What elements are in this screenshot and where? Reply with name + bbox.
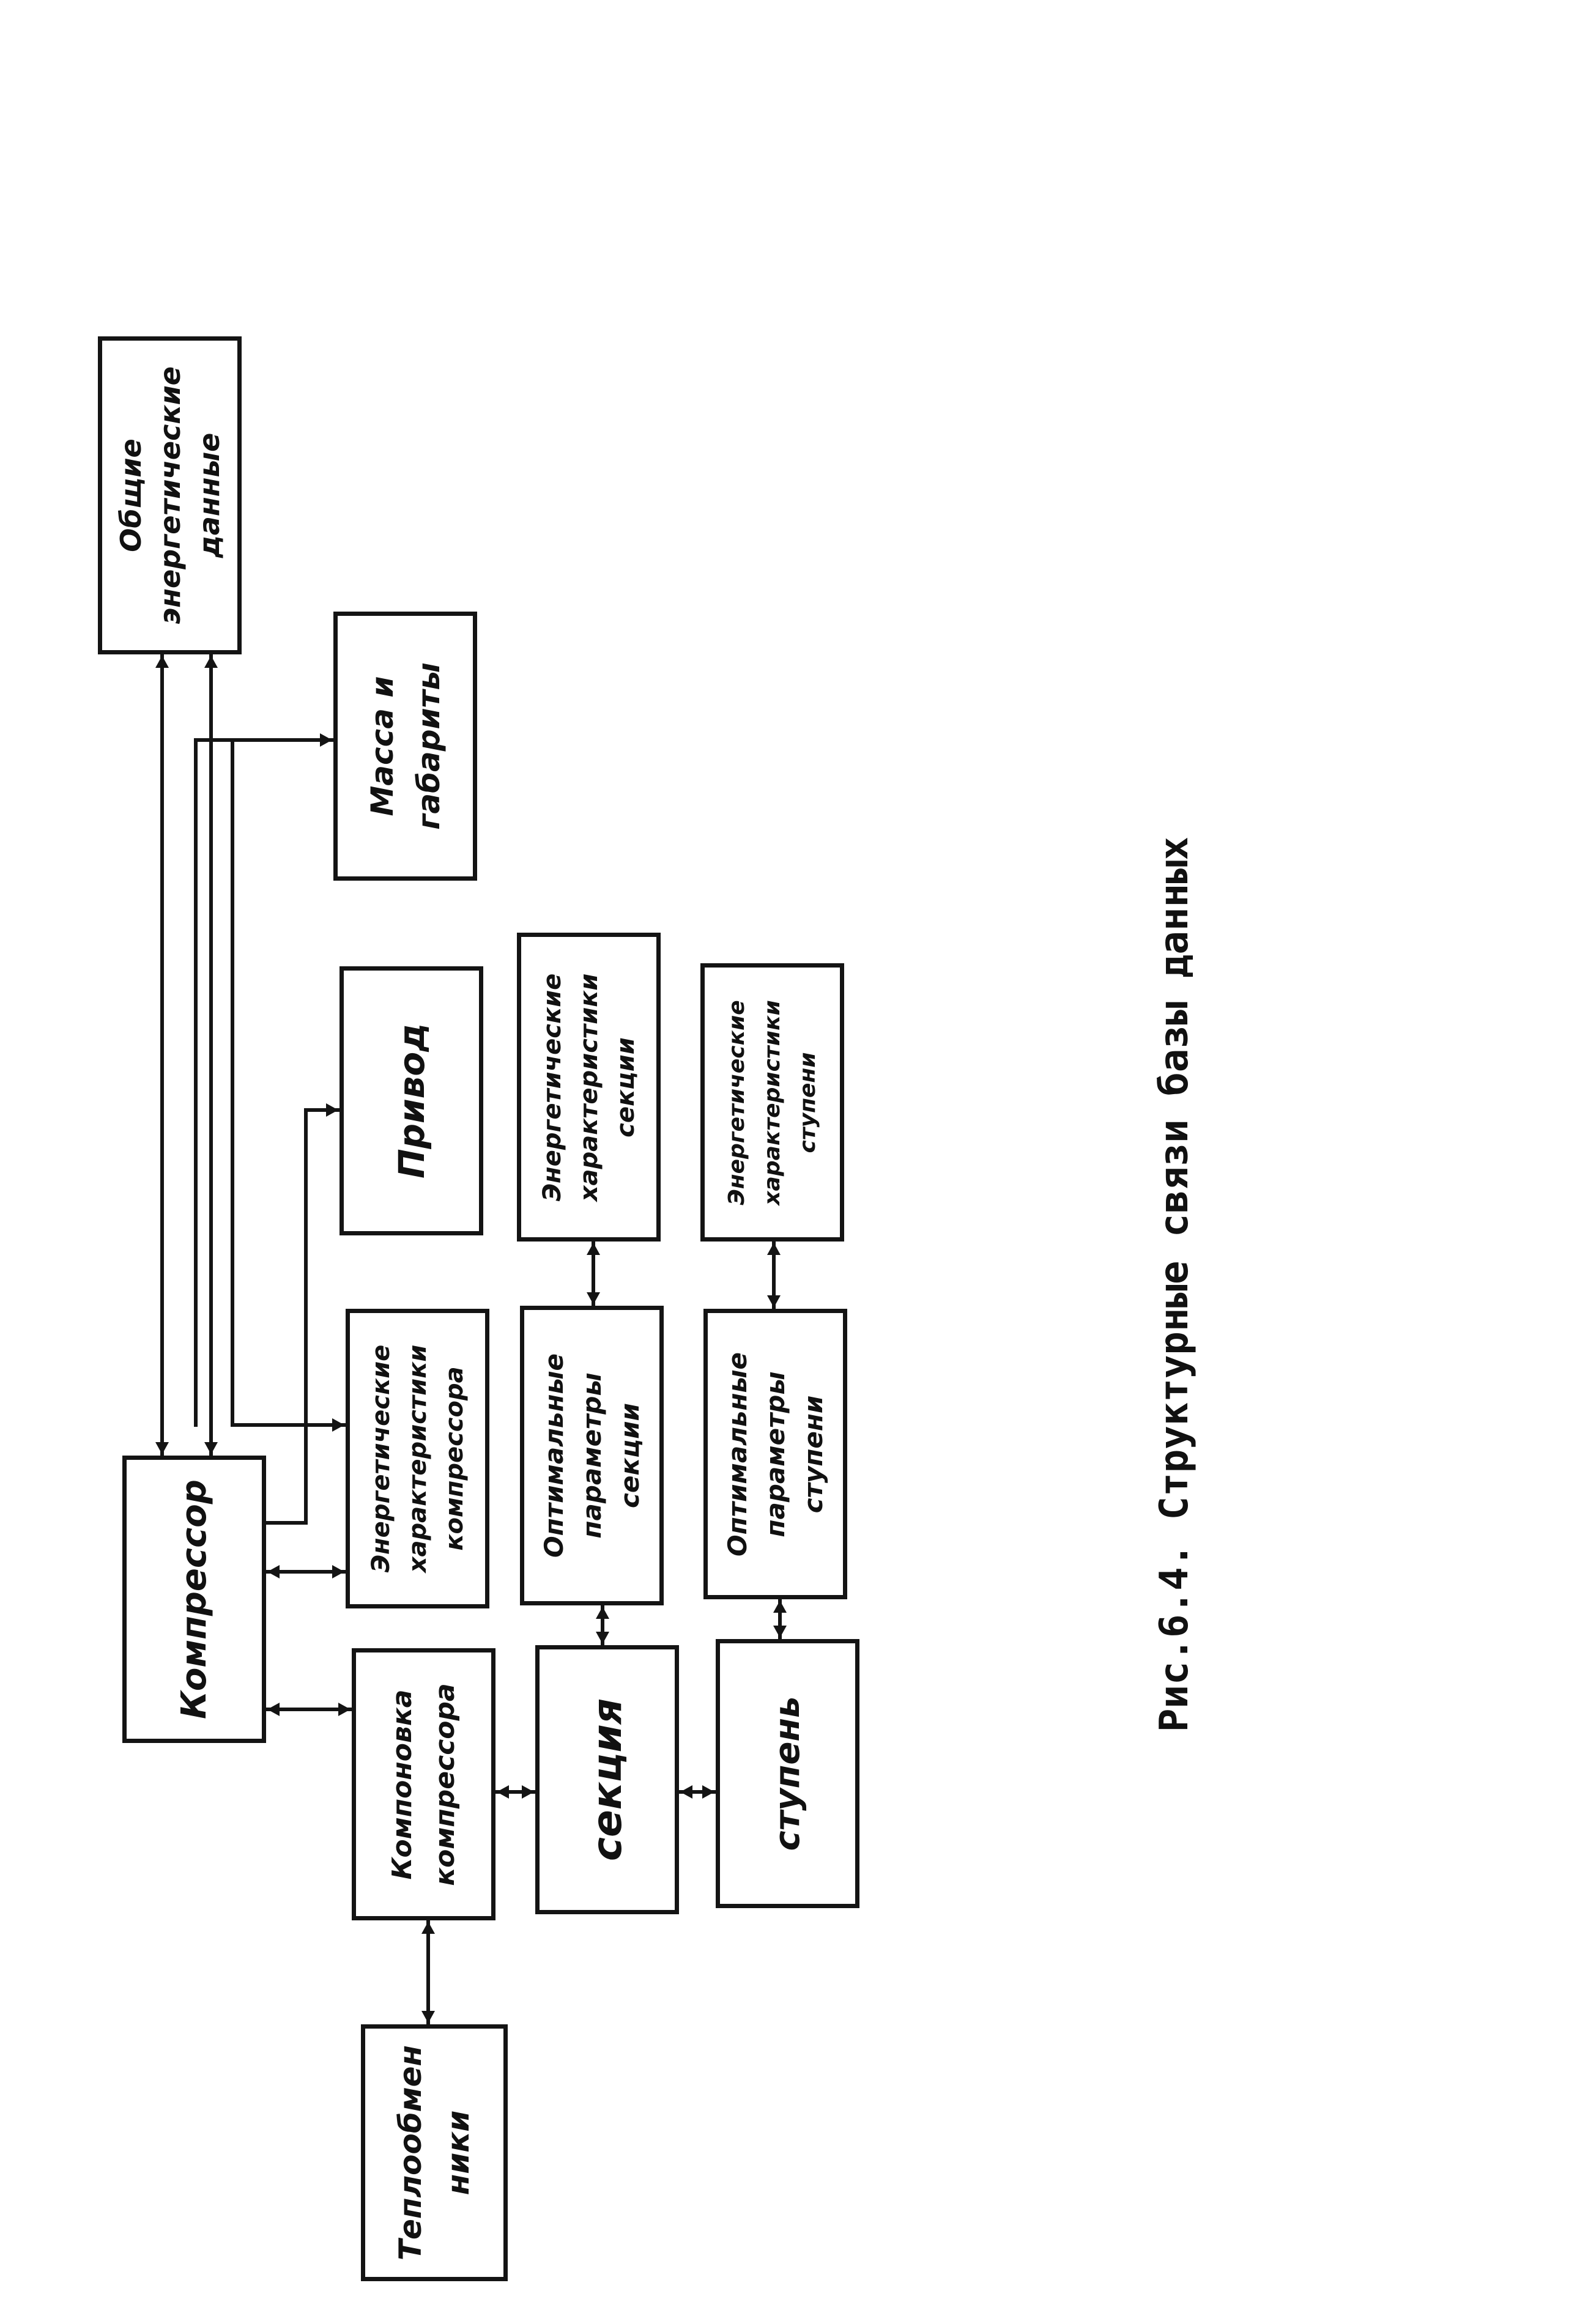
box-stage-optimal-parameters: Оптимальные параметры ступени xyxy=(703,1309,847,1599)
arrowhead xyxy=(767,1243,781,1255)
arrowhead xyxy=(497,1785,509,1799)
label-stage-energy-characteristics: Энергетические характеристики ступени xyxy=(724,999,820,1205)
box-compressor-layout: Компоновка компрессора xyxy=(352,1648,495,1920)
arrowhead xyxy=(338,1703,351,1716)
arrowhead xyxy=(421,2011,435,2023)
arrowhead xyxy=(773,1626,787,1638)
box-compressor-energy-characteristics: Энергетические характеристики компрессор… xyxy=(346,1309,489,1608)
arrowhead xyxy=(155,1442,169,1454)
label-stage: ступень xyxy=(767,1696,807,1851)
label-section: секция xyxy=(583,1698,631,1862)
arrowhead xyxy=(587,1292,600,1304)
label-stage-optimal-parameters: Оптимальные параметры ступени xyxy=(722,1352,828,1556)
arrowhead xyxy=(702,1785,714,1799)
arrowhead xyxy=(320,733,332,747)
box-section-energy-characteristics: Энергетические характеристики секции xyxy=(517,933,661,1242)
box-general-energy-data: Общие энергетические данные xyxy=(98,336,242,654)
arrowhead xyxy=(596,1607,609,1619)
box-stage: ступень xyxy=(716,1639,859,1908)
label-section-energy-characteristics: Энергетические характеристики секции xyxy=(538,973,640,1201)
box-heat-exchangers: Теплообмен ники xyxy=(361,2024,508,2281)
box-section-optimal-parameters: Оптимальные параметры секции xyxy=(520,1306,664,1605)
arrowhead xyxy=(522,1785,534,1799)
box-stage-energy-characteristics: Энергетические характеристики ступени xyxy=(700,963,844,1242)
arrowhead xyxy=(773,1601,787,1613)
label-heat-exchangers: Теплообмен ники xyxy=(393,2045,476,2261)
arrowhead xyxy=(267,1703,280,1716)
figure-caption: Рис.6.4. Структурные связи базы данных xyxy=(1152,836,1197,1733)
label-compressor: Компрессор xyxy=(174,1479,214,1719)
arrowhead xyxy=(596,1632,609,1644)
arrowhead xyxy=(204,1442,218,1454)
arrowhead xyxy=(680,1785,692,1799)
arrowhead xyxy=(587,1243,600,1255)
label-compressor-energy-characteristics: Энергетические характеристики компрессор… xyxy=(366,1344,469,1573)
arrowhead xyxy=(267,1565,280,1578)
label-drive: Привод xyxy=(390,1023,432,1179)
arrowhead xyxy=(155,656,169,668)
label-compressor-layout: Компоновка компрессора xyxy=(386,1682,461,1886)
arrowhead xyxy=(326,1103,338,1117)
label-mass-and-dimensions: Масса и габариты xyxy=(364,662,447,830)
box-section: секция xyxy=(535,1645,679,1914)
box-compressor: Компрессор xyxy=(122,1456,266,1743)
arrowhead xyxy=(332,1418,344,1432)
arrowhead xyxy=(332,1565,344,1578)
arrowhead xyxy=(421,1922,435,1934)
arrowhead xyxy=(204,656,218,668)
box-mass-and-dimensions: Масса и габариты xyxy=(333,612,477,881)
box-drive: Привод xyxy=(340,966,483,1235)
label-section-optimal-parameters: Оптимальные параметры секции xyxy=(538,1353,645,1558)
label-general-energy-data: Общие энергетические данные xyxy=(114,366,226,624)
arrowhead xyxy=(767,1295,781,1308)
